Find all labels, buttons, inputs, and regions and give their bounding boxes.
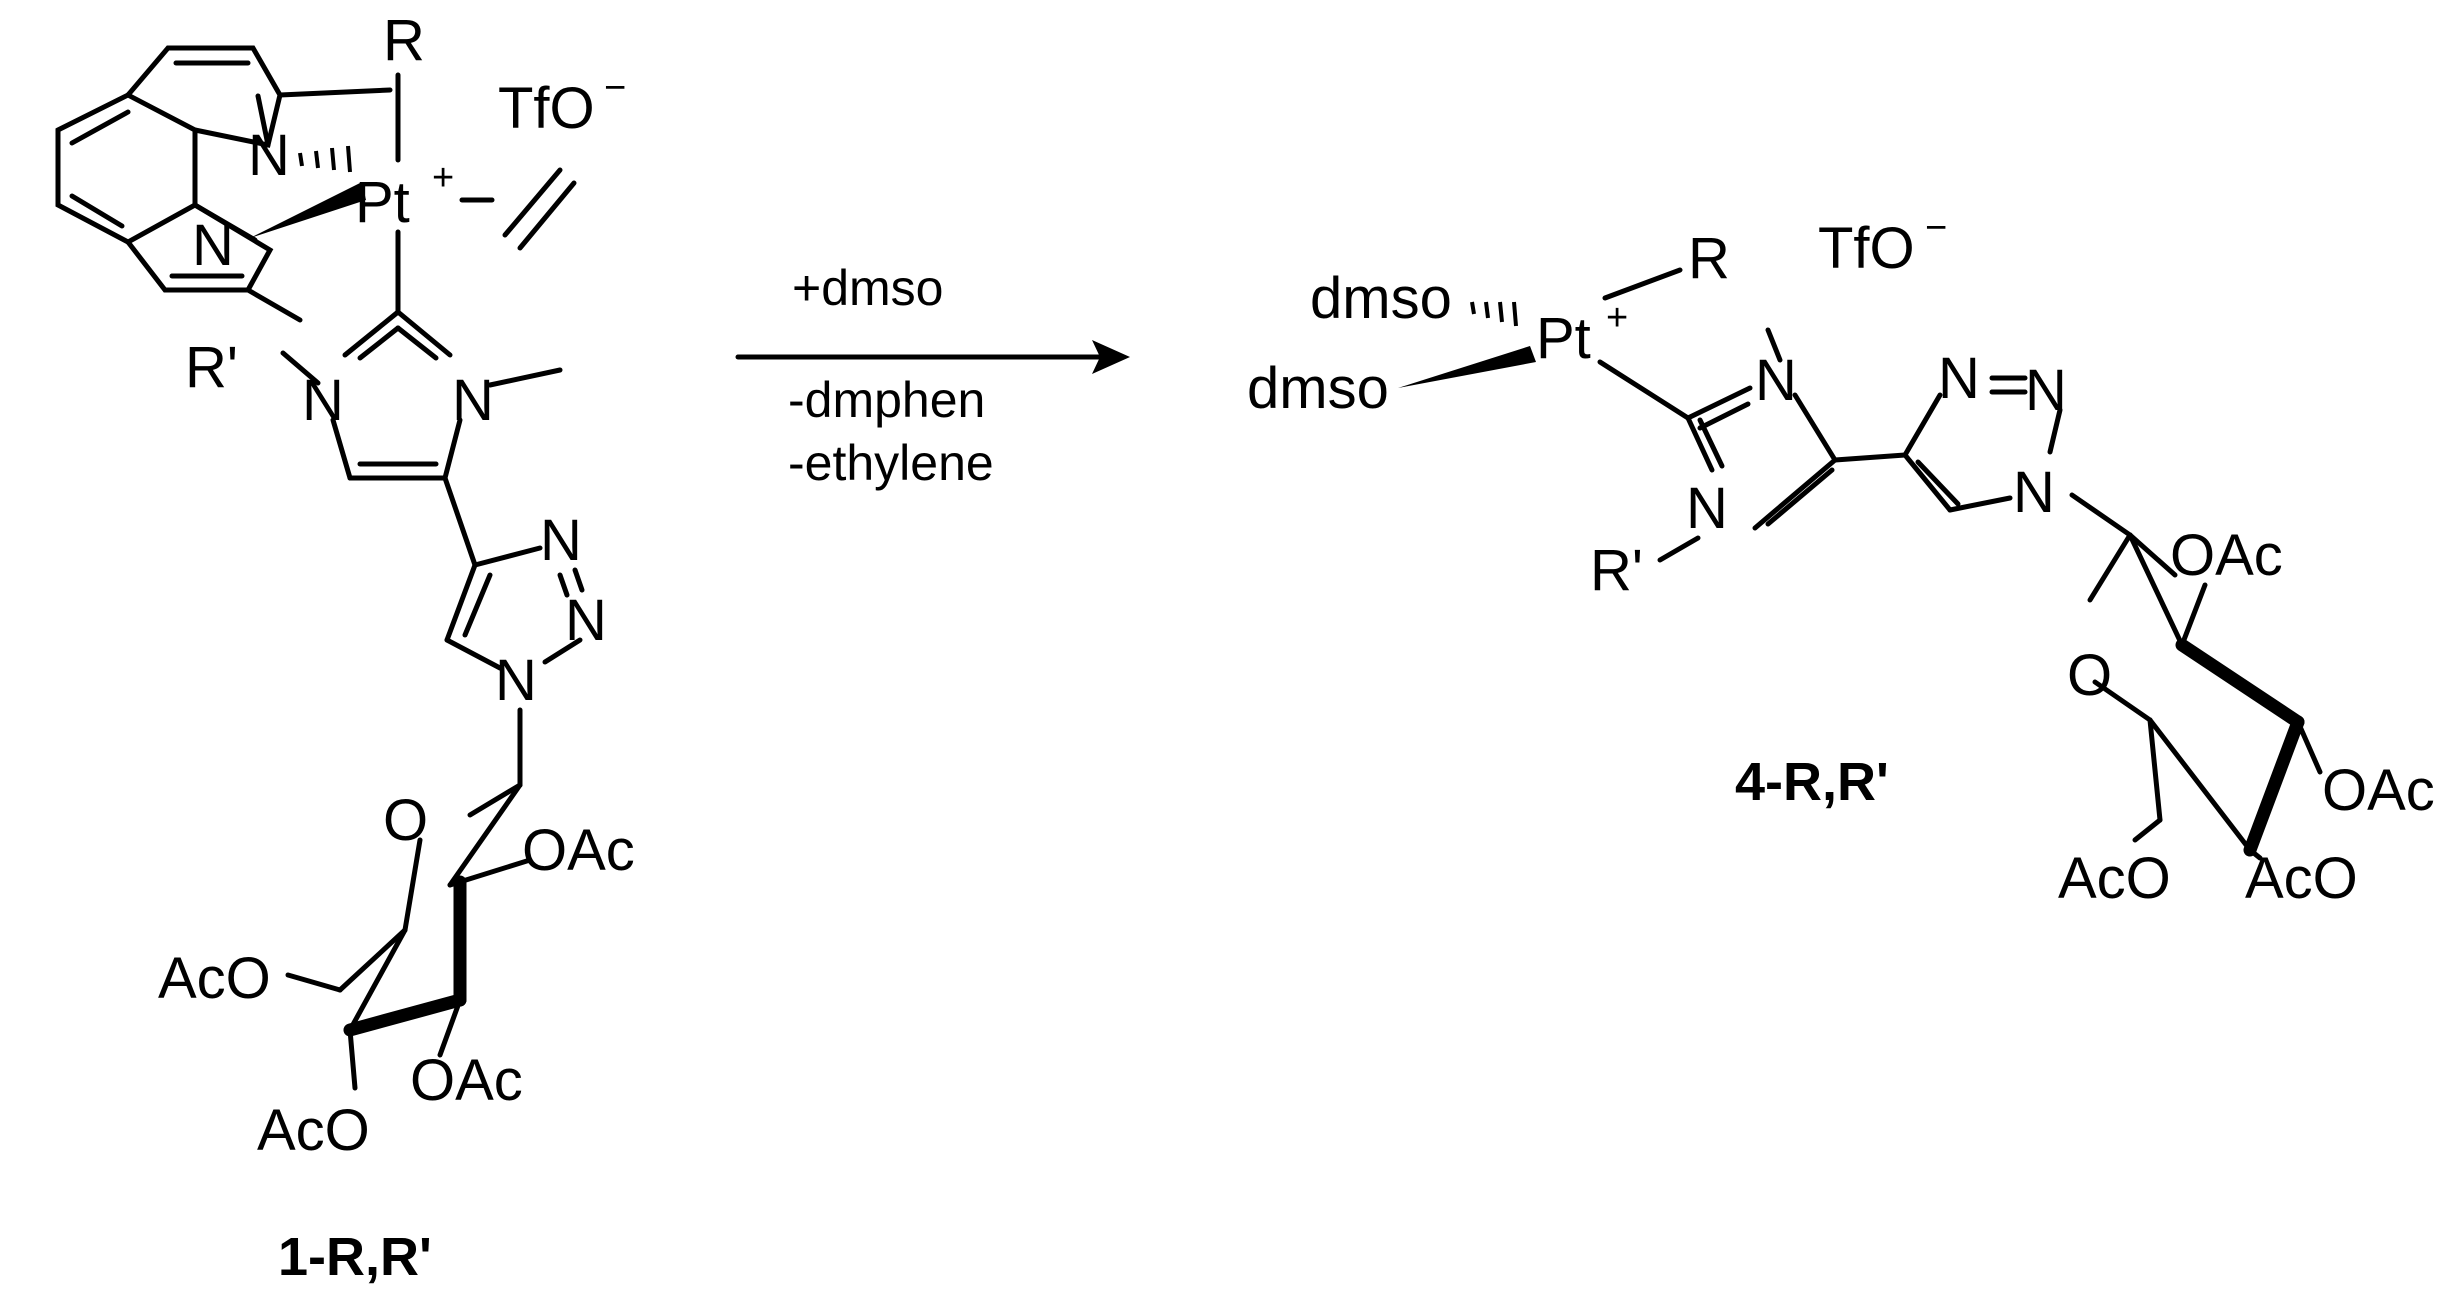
atom-N: N — [248, 123, 290, 188]
charge-minus: − — [1925, 207, 1947, 249]
condition-removed: -dmphen — [788, 372, 985, 428]
reaction-arrow — [735, 340, 1130, 374]
reactant-structure: N N R Pt + TfO − — [55, 8, 635, 1287]
acetoxy-group: AcO — [2058, 846, 2171, 911]
pyranose-ring — [285, 782, 533, 1091]
charge-plus: + — [1606, 297, 1628, 339]
condition-added: +dmso — [792, 260, 943, 316]
pyranose-ring — [2087, 532, 2323, 861]
acetoxy-group: AcO — [2245, 846, 2358, 911]
atom-R: R — [383, 8, 425, 73]
acetoxy-group: OAc — [2170, 523, 2283, 588]
product-structure: dmso dmso Pt + R TfO − N N R' — [1247, 207, 2435, 911]
atom-N: N — [452, 368, 494, 433]
hashed-bond — [1470, 301, 1518, 327]
charge-minus: − — [604, 67, 626, 109]
wedge-bond — [250, 182, 366, 238]
wedge-bond — [1398, 346, 1536, 388]
acetoxy-group: OAc — [410, 1048, 523, 1113]
atom-N: N — [1755, 348, 1797, 413]
counterion-label: TfO — [1818, 216, 1915, 281]
atom-N: N — [192, 213, 234, 278]
acetoxy-group: AcO — [158, 946, 271, 1011]
atom-N: N — [302, 368, 344, 433]
compound-label: 4-R,R' — [1735, 752, 1889, 812]
atom-R-prime: R' — [1590, 538, 1643, 603]
ethylene-ligand — [459, 167, 577, 251]
ligand-dmso: dmso — [1310, 266, 1452, 331]
imidazolylidene-ring — [1657, 327, 1838, 563]
counterion-label: TfO — [498, 76, 595, 141]
atom-N: N — [1686, 476, 1728, 541]
condition-removed: -ethylene — [788, 435, 994, 491]
atom-N: N — [565, 588, 607, 653]
atom-Pt: Pt — [355, 170, 410, 235]
charge-plus: + — [432, 157, 454, 199]
ligand-dmso: dmso — [1247, 356, 1389, 421]
atom-O: O — [383, 788, 428, 853]
atom-Pt: Pt — [1536, 306, 1591, 371]
phenanthroline-ligand — [55, 45, 393, 323]
triazole-ring — [1902, 375, 2063, 513]
atom-N: N — [2025, 358, 2067, 423]
hashed-bond — [298, 145, 352, 173]
acetoxy-group: OAc — [2322, 758, 2435, 823]
triazole-ring — [444, 545, 585, 671]
atom-O: O — [2067, 643, 2112, 708]
atom-R-prime: R' — [185, 335, 238, 400]
atom-N: N — [2013, 460, 2055, 525]
atom-N: N — [1938, 346, 1980, 411]
imidazolylidene-ring — [280, 309, 563, 481]
compound-label: 1-R,R' — [278, 1227, 432, 1287]
acetoxy-group: AcO — [257, 1098, 370, 1163]
atom-N: N — [495, 648, 537, 713]
acetoxy-group: OAc — [522, 818, 635, 883]
atom-R: R — [1688, 226, 1730, 291]
atom-N: N — [540, 508, 582, 573]
